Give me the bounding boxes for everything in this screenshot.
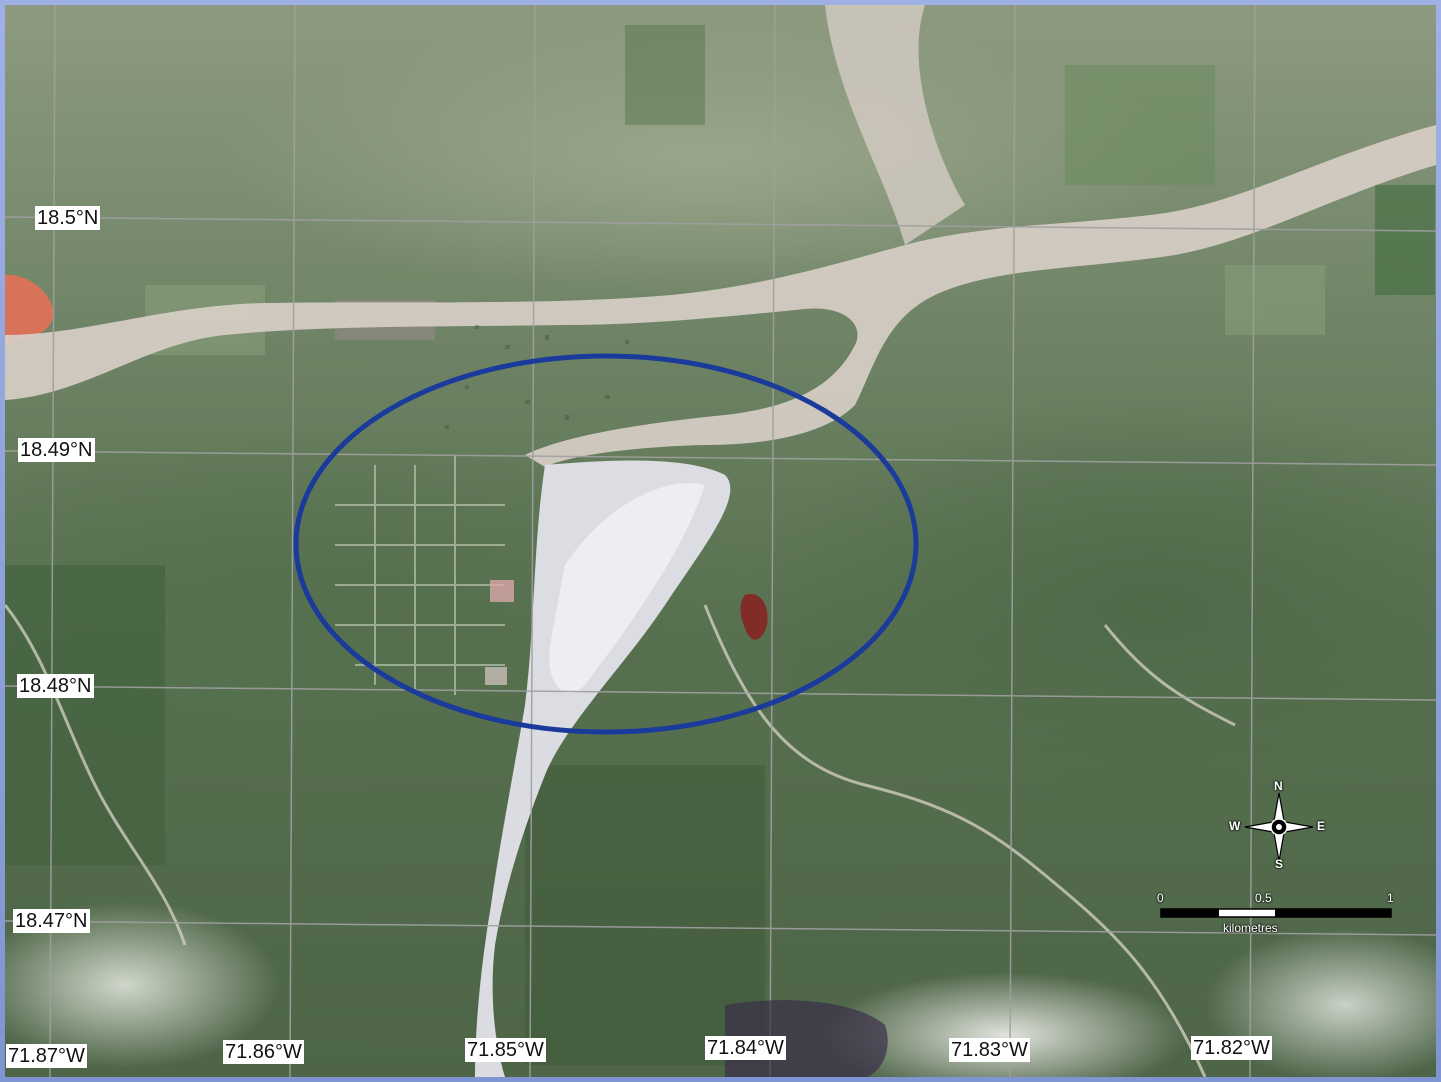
lon-label-71-82: 71.82°W: [1191, 1036, 1272, 1060]
highlight-ellipse: [293, 353, 919, 735]
compass-rose-icon: N S W E: [1227, 779, 1331, 873]
lon-label-71-83: 71.83°W: [949, 1038, 1030, 1062]
compass-west: W: [1229, 819, 1241, 833]
compass-south: S: [1275, 857, 1284, 871]
lon-label-71-84: 71.84°W: [705, 1036, 786, 1060]
lon-label-71-86: 71.86°W: [223, 1040, 304, 1064]
lon-label-71-87: 71.87°W: [6, 1044, 87, 1068]
lon-label-71-85: 71.85°W: [465, 1038, 546, 1062]
lat-label-18-49: 18.49°N: [18, 438, 95, 462]
scale-tick-0: 0: [1157, 891, 1164, 905]
lat-label-18-5: 18.5°N: [35, 206, 101, 230]
lat-label-18-48: 18.48°N: [17, 674, 94, 698]
scale-tick-mid: 0.5: [1255, 891, 1272, 905]
compass-north: N: [1274, 779, 1283, 793]
satellite-map[interactable]: 18.5°N 18.49°N 18.48°N 18.47°N 71.87°W 7…: [5, 5, 1436, 1077]
scale-unit: kilometres: [1223, 921, 1278, 935]
lat-label-18-47: 18.47°N: [13, 909, 90, 933]
terrain-layer: [5, 5, 1436, 1077]
compass-east: E: [1317, 819, 1326, 833]
scale-tick-end: 1: [1387, 891, 1394, 905]
scale-bar: 0 0.5 1 kilometres: [1155, 891, 1405, 947]
